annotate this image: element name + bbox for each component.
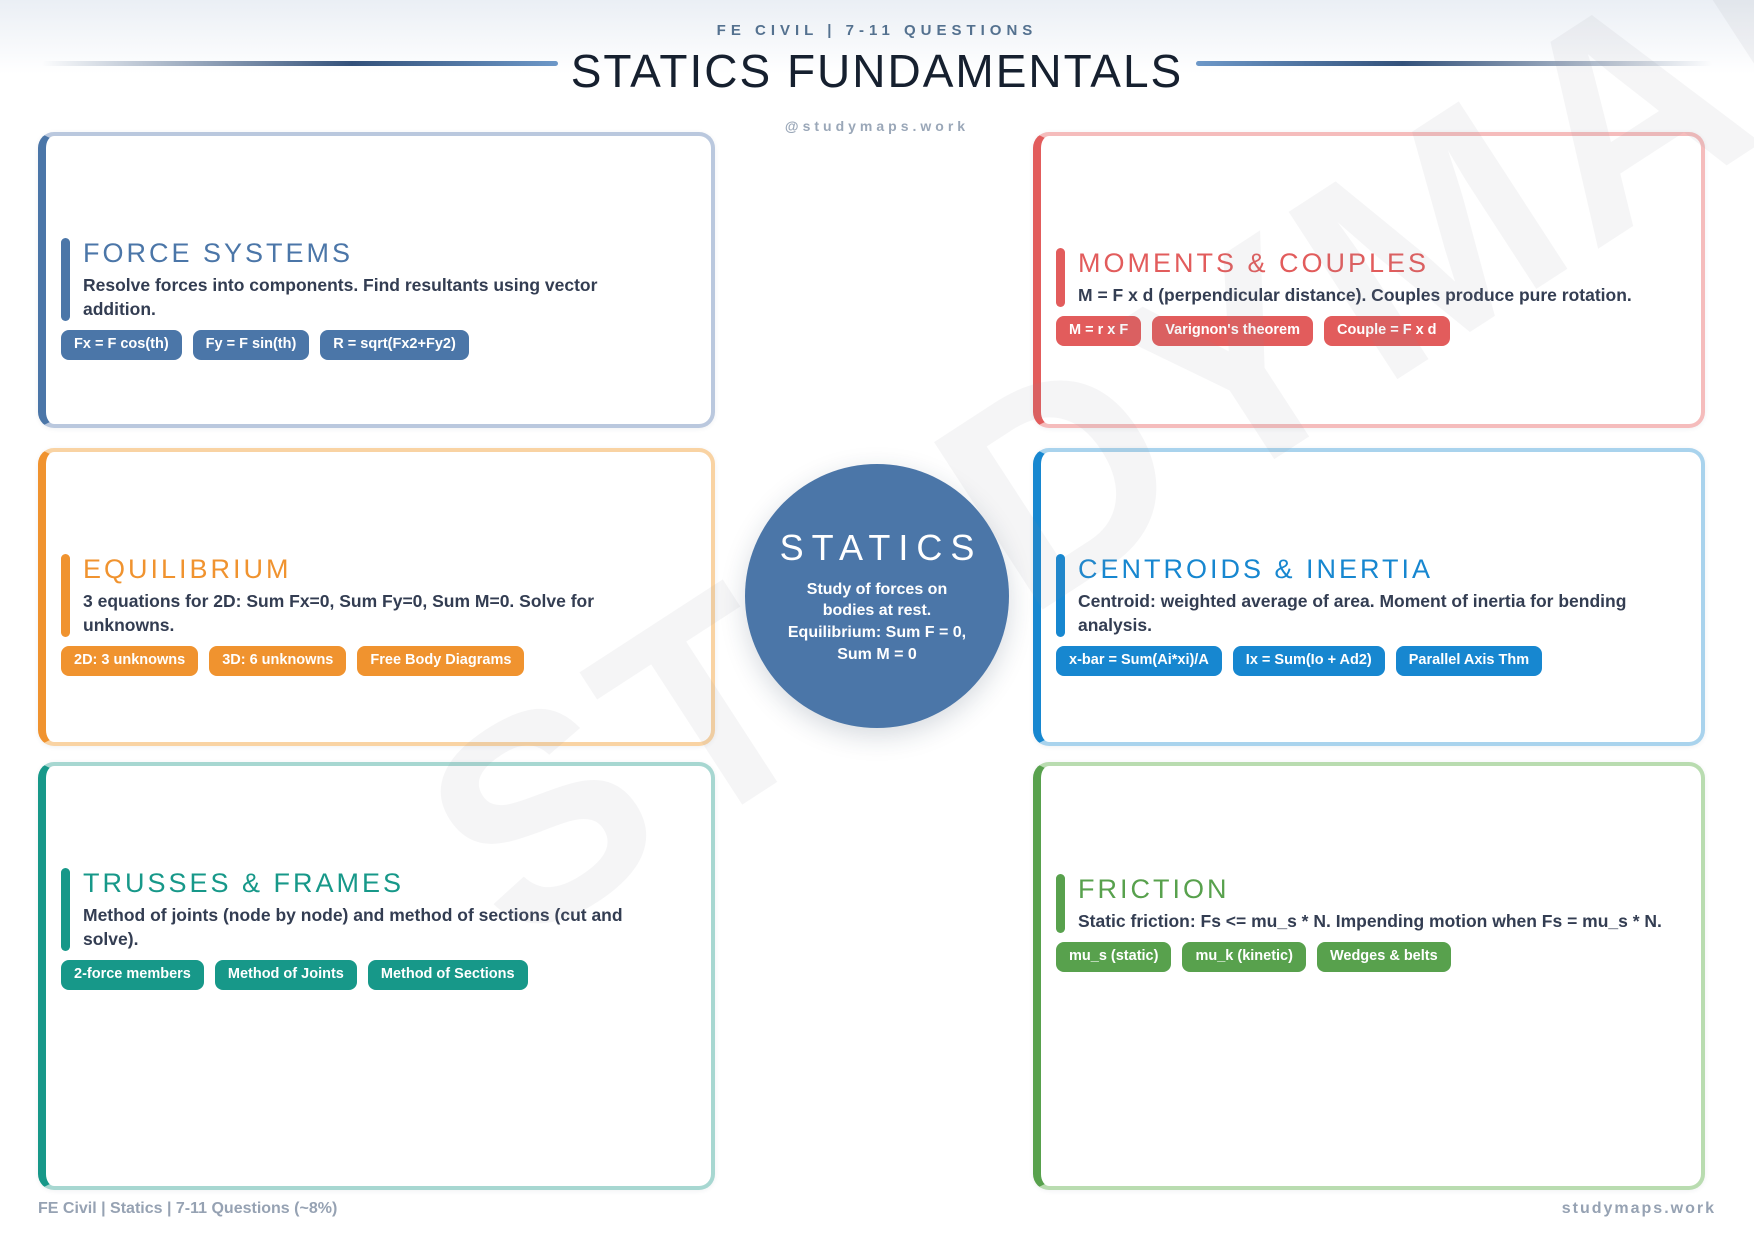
footer-exam-info: FE Civil | Statics | 7-11 Questions (~8%… bbox=[38, 1200, 338, 1217]
formula-tag: mu_s (static) bbox=[1056, 942, 1172, 972]
tag-list: M = r x F Varignon's theorem Couple = F … bbox=[1056, 316, 1701, 346]
formula-tag: Parallel Axis Thm bbox=[1395, 646, 1543, 676]
card-heading-block: FRICTION Static friction: Fs <= mu_s * N… bbox=[1056, 874, 1701, 934]
card-title: FORCE SYSTEMS bbox=[83, 238, 354, 268]
card-title: MOMENTS & COUPLES bbox=[1078, 248, 1430, 278]
card-centroids-inertia: CENTROIDS & INERTIA Centroid: weighted a… bbox=[1033, 448, 1705, 746]
formula-tag: Method of Sections bbox=[367, 960, 528, 990]
card-friction: FRICTION Static friction: Fs <= mu_s * N… bbox=[1033, 762, 1705, 1190]
accent-bar bbox=[1056, 248, 1065, 308]
card-description: Resolve forces into components. Find res… bbox=[83, 275, 598, 320]
central-node-title: STATICS bbox=[779, 526, 983, 568]
accent-bar bbox=[1056, 554, 1065, 638]
formula-tag: x-bar = Sum(Ai*xi)/A bbox=[1056, 646, 1222, 676]
formula-tag: Wedges & belts bbox=[1316, 942, 1451, 972]
card-description: Method of joints (node by node) and meth… bbox=[83, 905, 623, 950]
formula-tag: Method of Joints bbox=[214, 960, 357, 990]
card-description: Static friction: Fs <= mu_s * N. Impendi… bbox=[1078, 911, 1662, 932]
formula-tag: Varignon's theorem bbox=[1152, 316, 1314, 346]
formula-tag: Fx = F cos(th) bbox=[61, 330, 182, 360]
formula-tag: M = r x F bbox=[1056, 316, 1142, 346]
central-node: STATICS Study of forces on bodies at res… bbox=[745, 464, 1009, 728]
card-heading-block: FORCE SYSTEMS Resolve forces into compon… bbox=[61, 238, 711, 322]
card-description: 3 equations for 2D: Sum Fx=0, Sum Fy=0, … bbox=[83, 591, 595, 636]
card-title: FRICTION bbox=[1078, 874, 1230, 904]
formula-tag: Ix = Sum(Io + Ad2) bbox=[1232, 646, 1385, 676]
card-equilibrium: EQUILIBRIUM 3 equations for 2D: Sum Fx=0… bbox=[38, 448, 715, 746]
formula-tag: Couple = F x d bbox=[1324, 316, 1450, 346]
tag-list: 2D: 3 unknowns 3D: 6 unknowns Free Body … bbox=[61, 646, 711, 676]
formula-tag: Fy = F sin(th) bbox=[192, 330, 310, 360]
title-divider-left bbox=[42, 61, 558, 66]
card-heading-block: EQUILIBRIUM 3 equations for 2D: Sum Fx=0… bbox=[61, 554, 711, 638]
tag-list: Fx = F cos(th) Fy = F sin(th) R = sqrt(F… bbox=[61, 330, 711, 360]
footer-site-name: studymaps.work bbox=[1561, 1200, 1716, 1217]
tag-list: x-bar = Sum(Ai*xi)/A Ix = Sum(Io + Ad2) … bbox=[1056, 646, 1701, 676]
formula-tag: 2-force members bbox=[61, 960, 204, 990]
accent-bar bbox=[61, 554, 70, 638]
card-description: Centroid: weighted average of area. Mome… bbox=[1078, 591, 1627, 636]
accent-bar bbox=[1056, 874, 1065, 934]
card-heading-block: MOMENTS & COUPLES M = F x d (perpendicul… bbox=[1056, 248, 1701, 308]
title-divider-right bbox=[1196, 61, 1712, 66]
formula-tag: 2D: 3 unknowns bbox=[61, 646, 199, 676]
formula-tag: R = sqrt(Fx2+Fy2) bbox=[320, 330, 469, 360]
accent-bar bbox=[61, 238, 70, 322]
formula-tag: 3D: 6 unknowns bbox=[209, 646, 347, 676]
card-force-systems: FORCE SYSTEMS Resolve forces into compon… bbox=[38, 132, 715, 428]
tag-list: 2-force members Method of Joints Method … bbox=[61, 960, 711, 990]
header-eyebrow: FE CIVIL | 7-11 QUESTIONS bbox=[716, 22, 1038, 39]
central-node-description: Study of forces on bodies at rest. Equil… bbox=[787, 580, 967, 663]
page-title: STATICS FUNDAMENTALS bbox=[570, 45, 1184, 97]
card-title: TRUSSES & FRAMES bbox=[83, 868, 405, 898]
formula-tag: Free Body Diagrams bbox=[357, 646, 525, 676]
card-moments-couples: MOMENTS & COUPLES M = F x d (perpendicul… bbox=[1033, 132, 1705, 428]
card-description: M = F x d (perpendicular distance). Coup… bbox=[1078, 285, 1632, 306]
tag-list: mu_s (static) mu_k (kinetic) Wedges & be… bbox=[1056, 942, 1701, 972]
card-title: EQUILIBRIUM bbox=[83, 554, 292, 584]
card-heading-block: TRUSSES & FRAMES Method of joints (node … bbox=[61, 868, 711, 952]
card-title: CENTROIDS & INERTIA bbox=[1078, 554, 1434, 584]
header-social-handle: @studymaps.work bbox=[784, 118, 970, 134]
accent-bar bbox=[61, 868, 70, 952]
formula-tag: mu_k (kinetic) bbox=[1182, 942, 1306, 972]
card-heading-block: CENTROIDS & INERTIA Centroid: weighted a… bbox=[1056, 554, 1701, 638]
card-trusses-frames: TRUSSES & FRAMES Method of joints (node … bbox=[38, 762, 715, 1190]
